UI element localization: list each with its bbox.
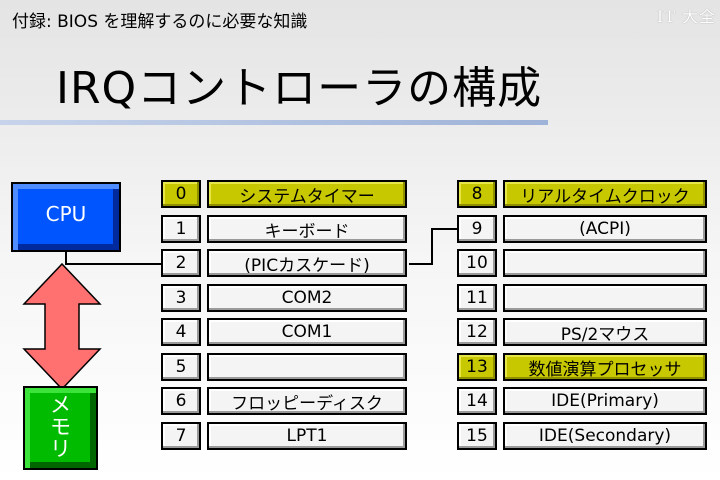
irq-device-name: COM2 [207,284,407,312]
memory-block [23,386,98,470]
cpu-memory-arrow [22,262,102,391]
irq-number: 6 [161,387,201,415]
irq-device-name [503,249,707,277]
irq-number: 0 [161,180,201,208]
irq-device-name: システムタイマー [207,180,407,208]
irq-number: 5 [161,353,201,381]
irq-device-name: (PICカスケード) [207,249,407,277]
slide-title: IRQコントローラの構成 [56,63,543,114]
cpu-label: CPU [45,202,87,226]
cpu-block [11,182,121,252]
irq-number: 7 [161,422,201,450]
slide-subtitle: 付録: BIOS を理解するのに必要な知識 [12,12,308,32]
irq-number: 2 [161,249,201,277]
irq-number: 13 [457,353,497,381]
cascade-line [409,228,459,265]
irq-device-name: PS/2マウス [503,318,707,346]
irq-number: 8 [457,180,497,208]
irq-device-name [207,353,407,381]
cpu-to-pic-line [65,252,163,265]
irq-device-name: IDE(Primary) [503,387,707,415]
irq-number: 15 [457,422,497,450]
memory-label: メ モ リ [50,393,71,461]
irq-number: 14 [457,387,497,415]
irq-number: 9 [457,215,497,243]
title-divider [0,120,548,125]
irq-device-name [503,284,707,312]
irq-device-name: LPT1 [207,422,407,450]
irq-device-name: キーボード [207,215,407,243]
irq-number: 4 [161,318,201,346]
irq-device-name: リアルタイムクロック [503,180,707,208]
irq-number: 12 [457,318,497,346]
irq-device-name: フロッピーディスク [207,387,407,415]
irq-device-name: (ACPI) [503,215,707,243]
irq-device-name: 数値演算プロセッサ [503,353,707,381]
irq-number: 1 [161,215,201,243]
irq-number: 3 [161,284,201,312]
irq-device-name: IDE(Secondary) [503,422,707,450]
irq-device-name: COM1 [207,318,407,346]
irq-number: 10 [457,249,497,277]
watermark-logo: IT 大全 [656,7,716,26]
irq-number: 11 [457,284,497,312]
